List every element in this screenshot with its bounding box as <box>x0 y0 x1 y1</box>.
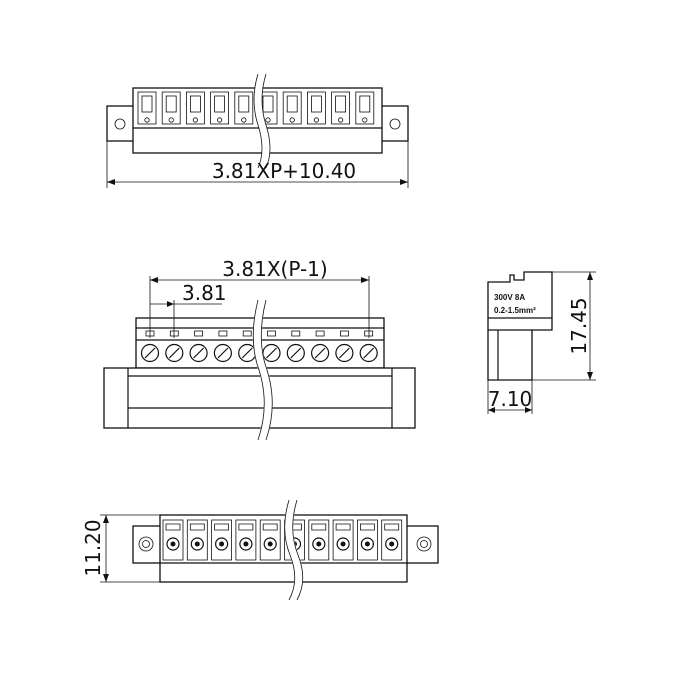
top-view-slot <box>282 91 302 125</box>
break-line <box>253 73 263 169</box>
top-view-slot <box>185 91 205 125</box>
bottom-view-cell <box>235 519 257 561</box>
bottom-view-cell <box>162 519 184 561</box>
bottom-view-cell <box>186 519 208 561</box>
top-view-slot <box>234 91 254 125</box>
bottom-view-cell <box>308 519 330 561</box>
bottom-view-cell <box>356 519 378 561</box>
bottom-view-cell <box>332 519 354 561</box>
front-view-header <box>103 367 416 429</box>
dimension-depth: 7.10 <box>488 387 533 411</box>
mounting-hole-right <box>389 118 401 130</box>
dimension-height: 17.45 <box>567 297 591 354</box>
front-view: 3.81X(P-1) 3.81 <box>103 257 416 442</box>
dimension-pitch-span: 3.81X(P-1) <box>222 257 327 281</box>
top-view: 3.81XP+10.40 <box>106 72 409 188</box>
dimension-overall-width: 3.81XP+10.40 <box>212 159 356 183</box>
bottom-view-cells <box>162 519 403 561</box>
wire-range-label: 0.2-1.5mm² <box>494 306 536 315</box>
rating-label: 300V 8A <box>494 293 525 302</box>
front-view-screw <box>335 330 354 363</box>
bottom-view: 11.20 <box>81 498 439 603</box>
bottom-view-body <box>159 514 408 583</box>
bottom-view-cell <box>211 519 233 561</box>
top-view-slot <box>137 91 157 125</box>
top-view-slot <box>161 91 181 125</box>
bottom-view-cell <box>259 519 281 561</box>
mounting-hole-left <box>114 118 126 130</box>
front-view-screw <box>213 330 232 363</box>
front-view-screw <box>140 330 160 363</box>
top-view-slot <box>210 91 230 125</box>
bottom-view-cell <box>381 519 403 561</box>
front-view-screw <box>286 330 305 363</box>
top-view-slot <box>306 91 326 125</box>
top-view-slots <box>137 91 375 125</box>
front-view-screws <box>140 330 378 363</box>
top-view-slot <box>331 91 351 125</box>
top-view-slot <box>355 91 375 125</box>
side-view: 300V 8A 0.2-1.5mm² 17.45 7.10 <box>487 271 596 414</box>
front-view-screw <box>189 330 208 363</box>
front-view-screw <box>311 330 330 363</box>
dimension-bottom-height: 11.20 <box>81 519 105 576</box>
dimension-pitch: 3.81 <box>182 281 227 305</box>
